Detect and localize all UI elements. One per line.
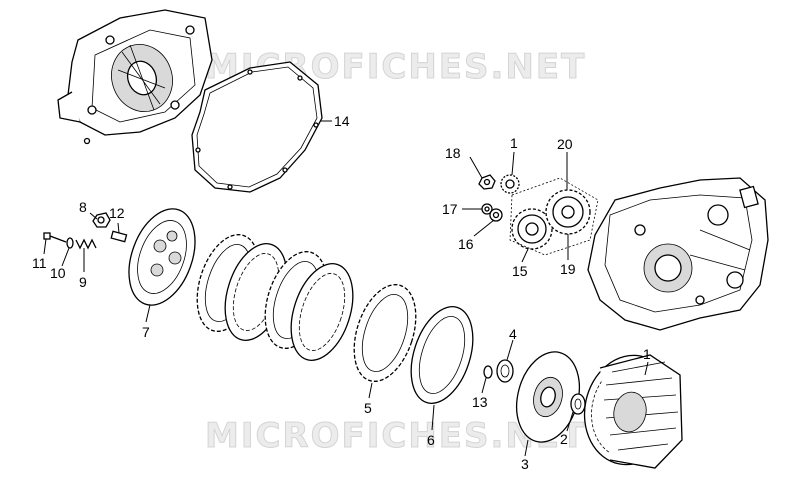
pinion-gear[interactable] [500,174,520,194]
clutch-plate-5[interactable] [343,277,427,389]
callout-14: 14 [334,113,350,129]
washer-10[interactable] [66,237,74,249]
callout-5: 5 [364,400,372,416]
callout-20: 20 [557,136,573,152]
nut-18[interactable] [478,174,496,190]
nut-8[interactable] [92,212,111,228]
gear-group-outline [509,177,599,256]
callout-7: 7 [142,324,150,340]
washer-4[interactable] [496,359,514,383]
callout-17: 17 [442,201,458,217]
callout-2: 2 [560,431,568,447]
gear-15[interactable] [511,208,553,250]
callout-10: 10 [50,265,66,281]
callout-12: 12 [109,205,125,221]
callout-11: 11 [32,255,47,271]
clutch-steel-plate-b[interactable] [280,256,364,368]
callout-1-bottom: 1 [643,346,651,362]
clutch-plate-6[interactable] [400,299,484,411]
callout-16: 16 [458,236,474,252]
callout-6: 6 [427,432,435,448]
clutch-hub[interactable] [507,345,589,449]
callout-18: 18 [445,145,461,161]
clutch-basket[interactable] [575,347,686,473]
pin-12[interactable] [110,230,128,243]
callout-15: 15 [512,263,528,279]
cover-gasket[interactable] [191,61,323,193]
washer-16[interactable] [489,208,503,222]
spring-9[interactable] [75,238,97,250]
callout-3: 3 [521,456,529,472]
callout-1-top: 1 [510,135,518,151]
crankcase-cover[interactable] [57,9,213,145]
callout-13: 13 [472,394,488,410]
callout-19: 19 [560,261,576,277]
callout-8: 8 [79,199,87,215]
engine-crankcase[interactable] [587,177,769,331]
washer-2[interactable] [570,393,586,415]
bolt-11[interactable] [43,232,67,243]
pressure-plate[interactable] [117,200,208,314]
callout-4: 4 [509,326,517,342]
washer-13[interactable] [483,365,493,379]
gear-19[interactable] [545,189,591,235]
callout-9: 9 [79,274,87,290]
